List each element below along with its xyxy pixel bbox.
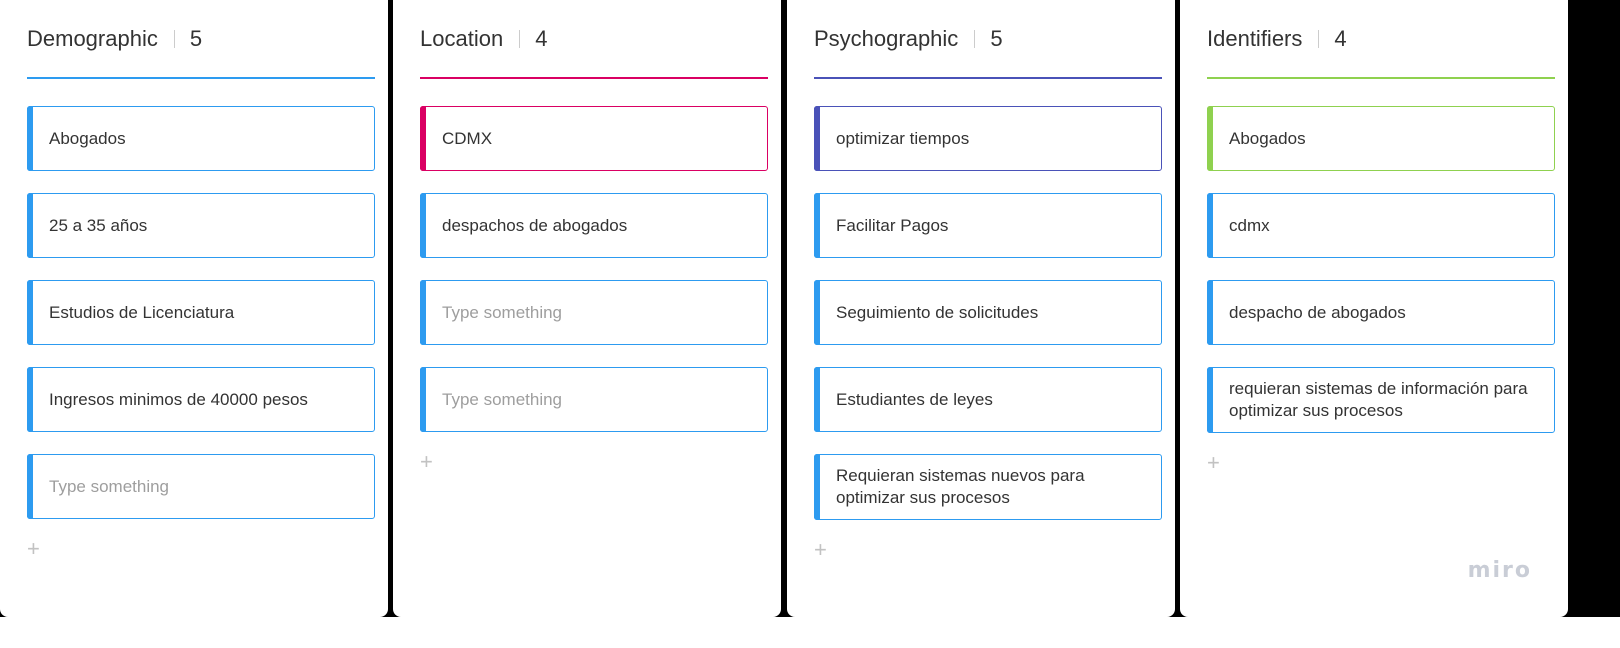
card-text: Abogados <box>49 128 126 148</box>
card-placeholder-text: Type something <box>442 389 563 409</box>
column-underline <box>27 77 375 79</box>
card-text: optimizar tiempos <box>836 128 970 148</box>
card-text: Seguimiento de solicitudes <box>836 302 1039 322</box>
miro-logo: miro <box>1467 558 1532 583</box>
card-text: Requieran sistemas nuevos para optimizar… <box>836 466 1085 507</box>
card-color-bar <box>27 280 33 345</box>
card-color-bar <box>814 280 820 345</box>
column-title: Identifiers <box>1207 26 1303 51</box>
card[interactable]: Type something <box>420 367 768 432</box>
header-divider <box>519 30 521 48</box>
card[interactable]: Type something <box>27 454 375 519</box>
column-title: Demographic <box>27 26 158 51</box>
add-card-plus-icon[interactable]: + <box>814 537 827 562</box>
column-underline <box>814 77 1162 79</box>
card-text: CDMX <box>442 128 493 148</box>
card[interactable]: Facilitar Pagos <box>814 193 1162 258</box>
card-count: 4 <box>1334 26 1347 51</box>
card-placeholder-text: Type something <box>49 476 170 496</box>
card-color-bar <box>1207 106 1213 171</box>
column-header[interactable]: Location 4 <box>420 24 547 54</box>
card[interactable]: Seguimiento de solicitudes <box>814 280 1162 345</box>
card-color-bar <box>27 106 33 171</box>
card-text: despacho de abogados <box>1229 302 1406 322</box>
card-color-bar <box>1207 280 1213 345</box>
card-color-bar <box>814 193 820 258</box>
card-text: Ingresos minimos de 40000 pesos <box>49 389 308 409</box>
column-header[interactable]: Demographic 5 <box>27 24 202 54</box>
add-card-plus-icon[interactable]: + <box>27 536 40 561</box>
card-color-bar <box>27 367 33 432</box>
card[interactable]: cdmx <box>1207 193 1555 258</box>
card-color-bar <box>1207 193 1213 258</box>
column-header[interactable]: Identifiers 4 <box>1207 24 1347 54</box>
add-card-plus-icon[interactable]: + <box>420 449 433 474</box>
card-text: Abogados <box>1229 128 1306 148</box>
card-text: 25 a 35 años <box>49 215 148 235</box>
card-text: Estudiantes de leyes <box>836 389 993 409</box>
card[interactable]: Ingresos minimos de 40000 pesos <box>27 367 375 432</box>
card-color-bar <box>814 367 820 432</box>
header-divider <box>173 30 175 48</box>
header-divider <box>1318 30 1320 48</box>
card-text: requieran sistemas de información para o… <box>1229 379 1528 420</box>
card[interactable]: CDMX <box>420 106 768 171</box>
card[interactable]: requieran sistemas de información para o… <box>1207 367 1555 433</box>
card[interactable]: 25 a 35 años <box>27 193 375 258</box>
card-text: despachos de abogados <box>442 215 628 235</box>
card[interactable]: despacho de abogados <box>1207 280 1555 345</box>
card-text: Estudios de Licenciatura <box>49 302 235 322</box>
column-underline <box>1207 77 1555 79</box>
column-header[interactable]: Psychographic 5 <box>814 24 1003 54</box>
card-color-bar <box>420 106 426 171</box>
card[interactable]: despachos de abogados <box>420 193 768 258</box>
column-title: Location <box>420 26 504 51</box>
card-color-bar <box>420 367 426 432</box>
card-color-bar <box>814 454 820 520</box>
card-color-bar <box>420 280 426 345</box>
card[interactable]: Requieran sistemas nuevos para optimizar… <box>814 454 1162 520</box>
card[interactable]: Abogados <box>1207 106 1555 171</box>
card[interactable]: Estudios de Licenciatura <box>27 280 375 345</box>
card-color-bar <box>27 193 33 258</box>
card-color-bar <box>814 106 820 171</box>
card[interactable]: Type something <box>420 280 768 345</box>
card[interactable]: Estudiantes de leyes <box>814 367 1162 432</box>
card-placeholder-text: Type something <box>442 302 563 322</box>
column-identifiers: Identifiers 4 Abogados cdmx despacho de ab… <box>1180 0 1568 617</box>
card-text: cdmx <box>1229 215 1270 235</box>
card[interactable]: Abogados <box>27 106 375 171</box>
card-color-bar <box>420 193 426 258</box>
column-title: Psychographic <box>814 26 959 51</box>
card-count: 5 <box>990 26 1003 51</box>
card-list: Abogados cdmx despacho de abogados requiera… <box>1207 106 1555 455</box>
column-underline <box>420 77 768 79</box>
card-count: 5 <box>189 26 203 51</box>
card-count: 4 <box>535 26 548 51</box>
header-divider <box>974 30 976 48</box>
card-color-bar <box>27 454 33 519</box>
card[interactable]: optimizar tiempos <box>814 106 1162 171</box>
card-text: Facilitar Pagos <box>836 215 949 235</box>
add-card-plus-icon[interactable]: + <box>1207 450 1220 475</box>
card-color-bar <box>1207 367 1213 433</box>
